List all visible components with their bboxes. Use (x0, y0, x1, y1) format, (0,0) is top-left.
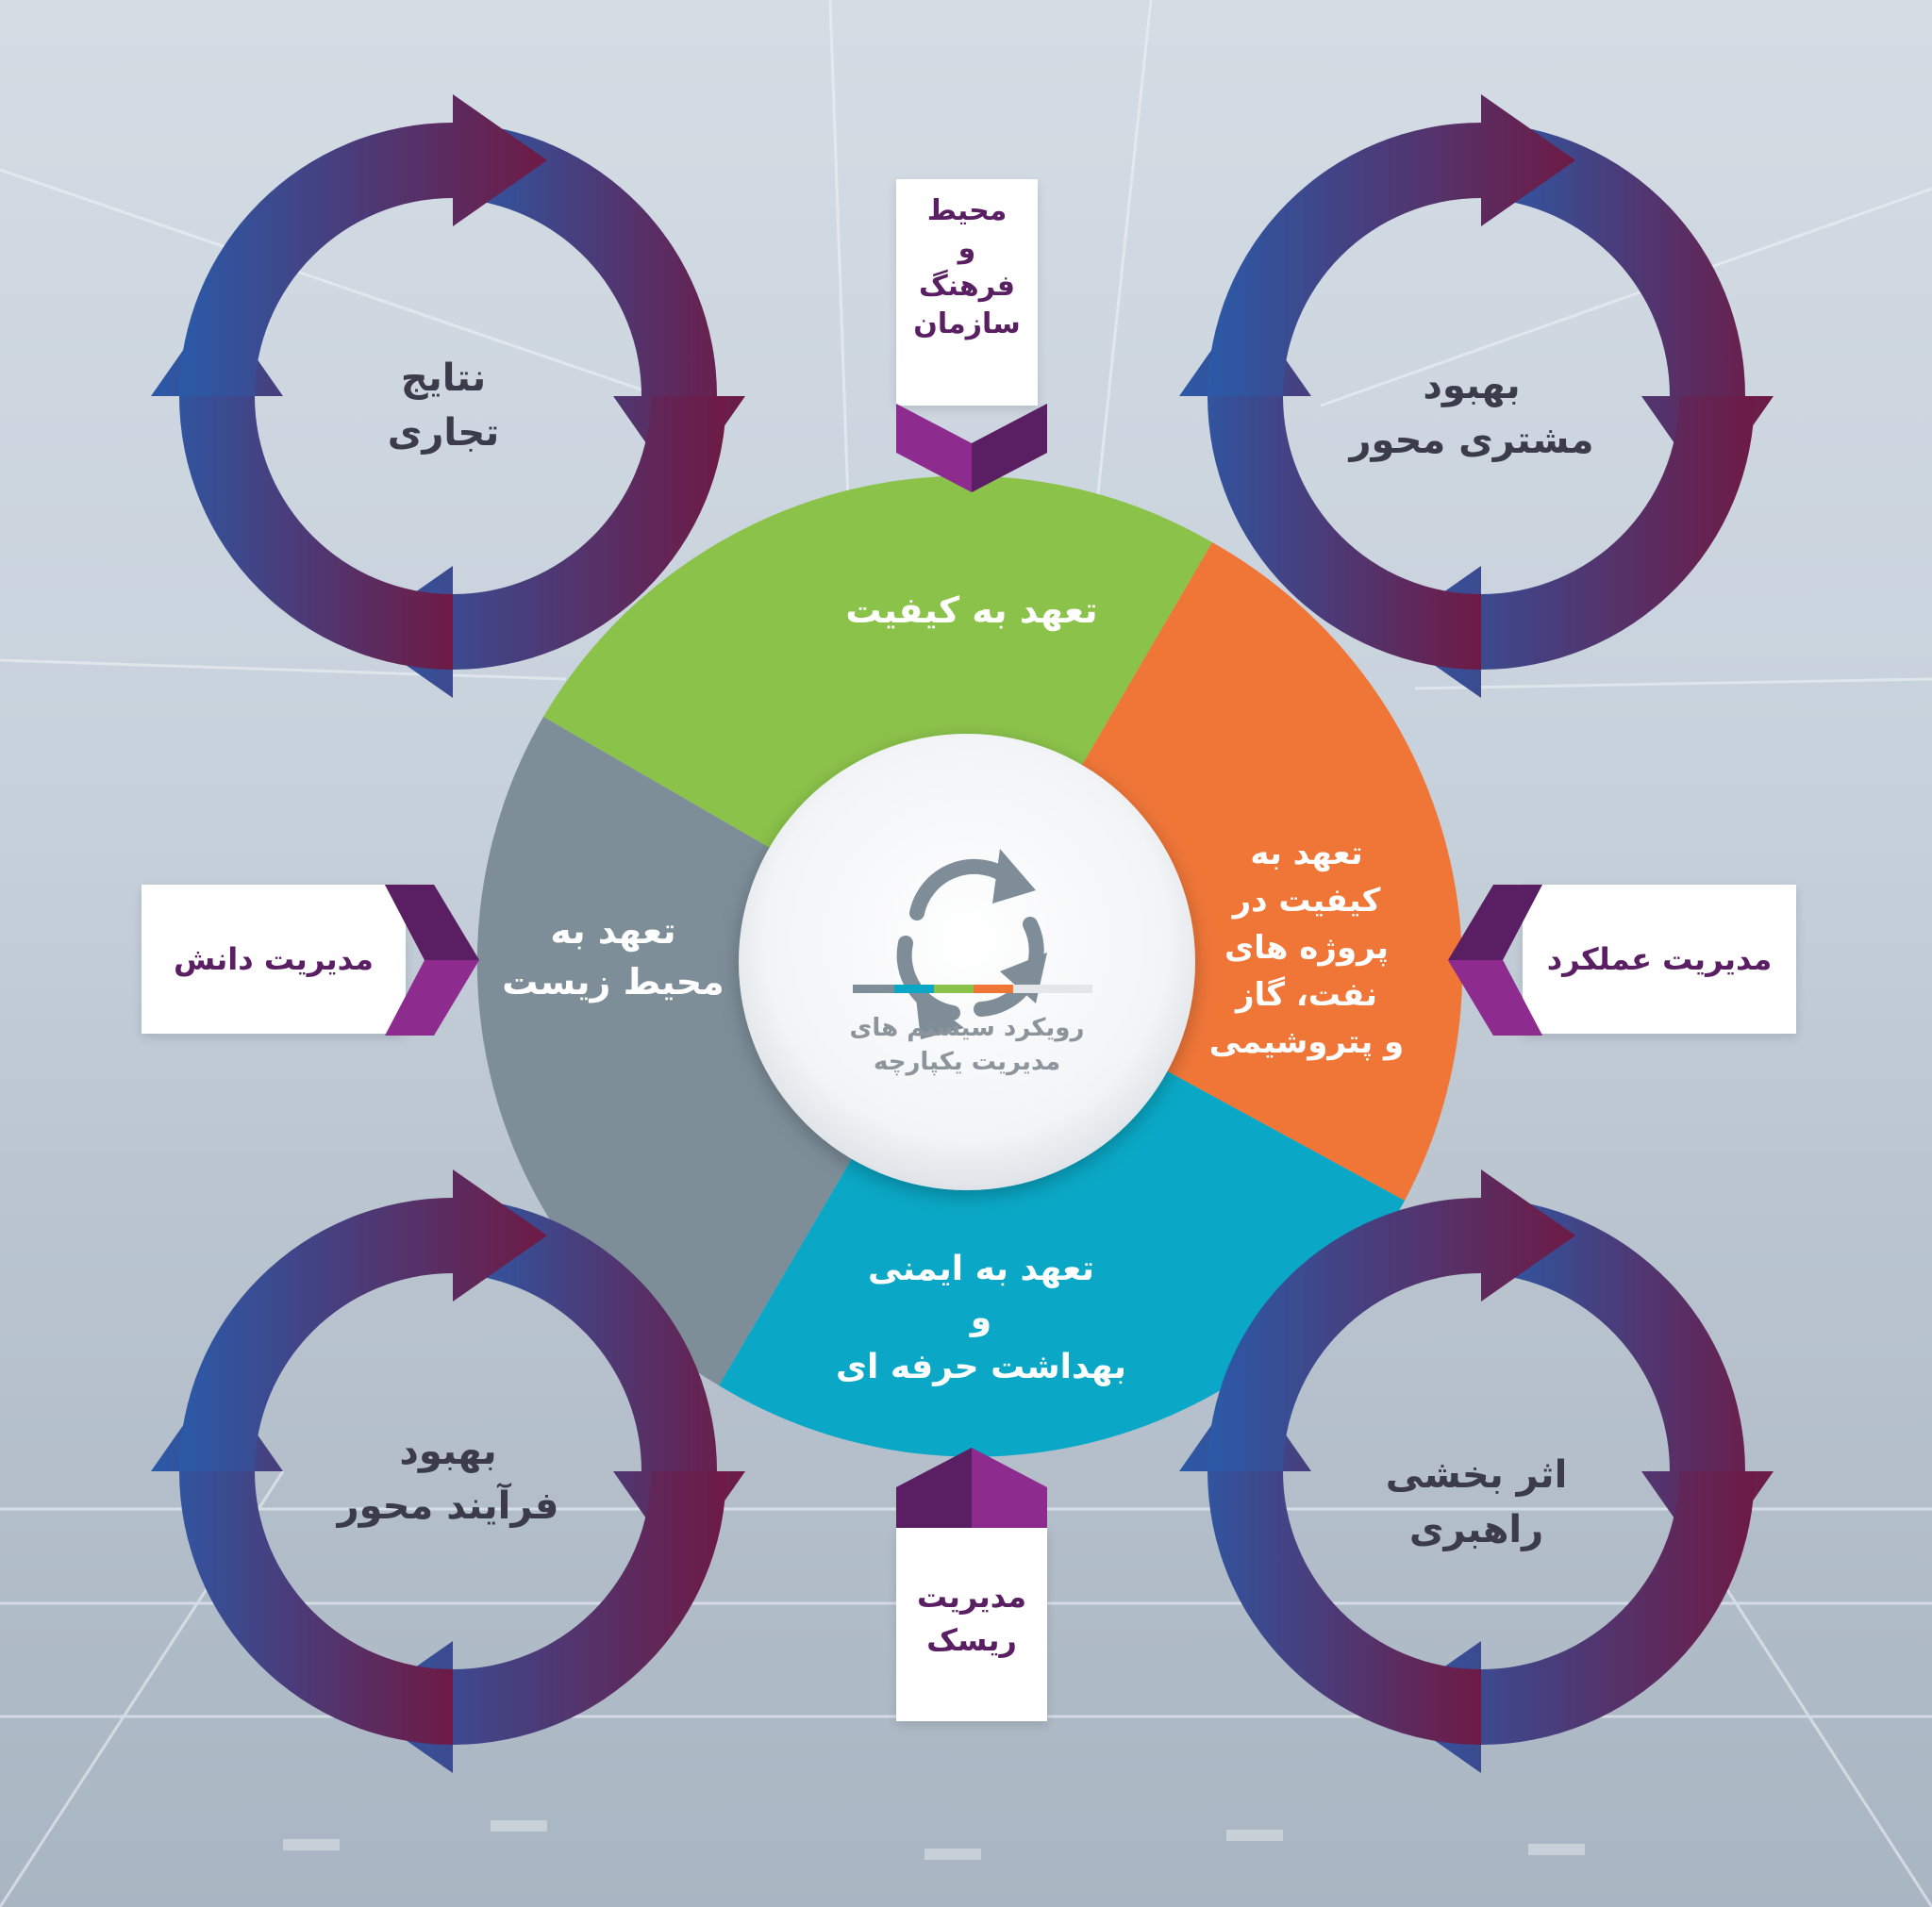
cycle-label-customer-focus: بهبود مشتری محور (1349, 364, 1594, 462)
tag-risk-management: مدیریت ریسک (896, 1528, 1047, 1721)
tag-right-chevron (1448, 885, 1542, 1036)
segment-environment-shape (476, 717, 968, 1385)
segment-label-environment: تعهد به محیط زیست (502, 910, 724, 1003)
tag-left-chevron (385, 885, 479, 1036)
cycle-arrows-bottom-left (151, 1169, 745, 1773)
cycle-label-business-results: نتایج تجاری (387, 357, 500, 455)
cycle-arrows-top-right (1179, 94, 1774, 698)
center-circle (739, 734, 1195, 1190)
segment-label-safety: تعهد به ایمنی و بهداشت حرفه ای (835, 1250, 1127, 1386)
tag-performance-management: مدیریت عملکرد (1523, 885, 1796, 1034)
segment-safety-shape (719, 962, 1405, 1457)
segment-oil-gas-shape (967, 542, 1463, 1201)
cycle-label-leadership: اثر بخشی راهبری (1385, 1453, 1568, 1551)
color-bar (853, 985, 1092, 993)
segment-label-quality: تعهد به کیفیت (845, 589, 1098, 631)
center-title: رویکرد سیستم های مدیریت یکپارچه (849, 1014, 1085, 1076)
cycle-arrows-top-left (151, 94, 745, 698)
tag-knowledge-management: مدیریت دانش (142, 885, 406, 1034)
tag-top-chevron (896, 404, 1047, 492)
cycle-arrows-bottom-right (1179, 1169, 1774, 1773)
tag-bottom-chevron (896, 1448, 1047, 1533)
cycle-label-process-focus: بهبود فرآیند محور (337, 1430, 559, 1528)
segment-label-oil-gas: تعهد به کیفیت در پروژه های نفت، گاز و پت… (1208, 835, 1405, 1061)
segment-quality-shape (543, 475, 1212, 962)
tag-organization-culture: محیط و فرهنگ سازمان (896, 179, 1038, 406)
